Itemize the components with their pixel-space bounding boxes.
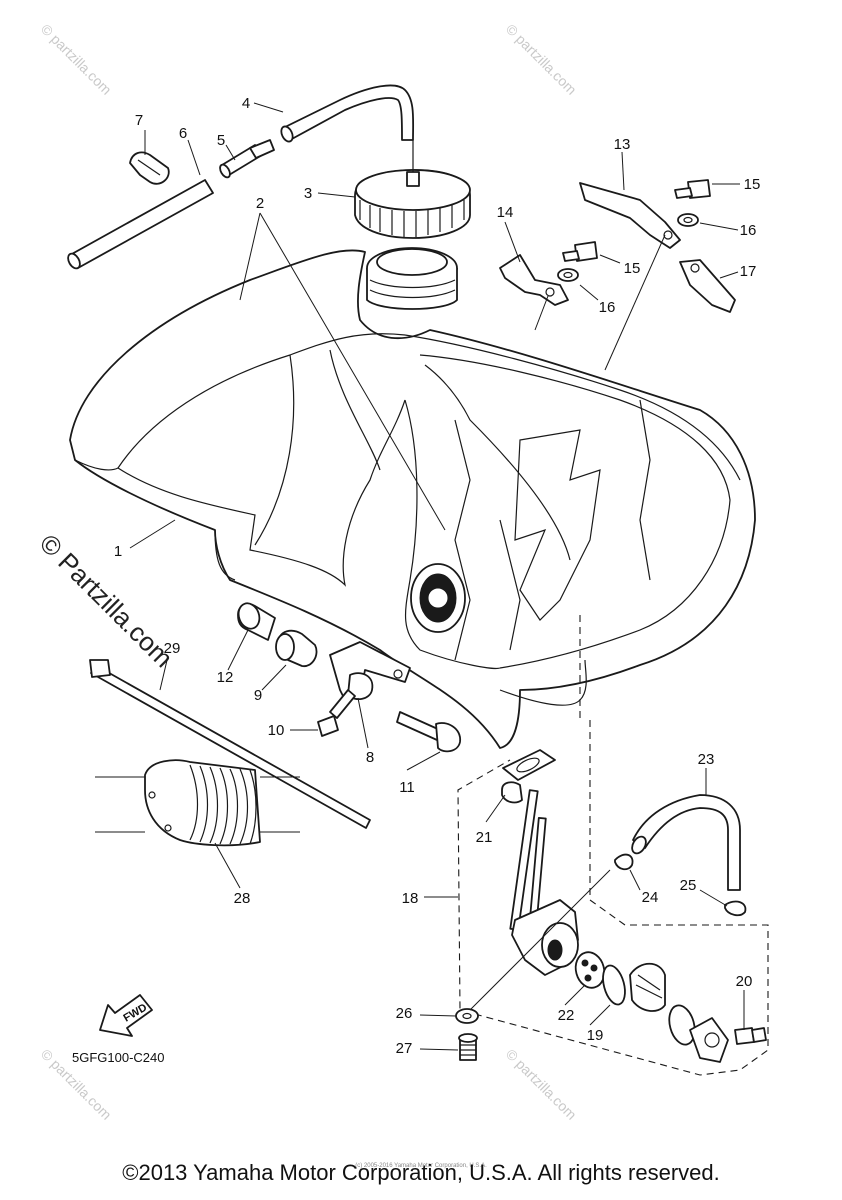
fine-print: (c) 2005-2016 Yamaha Motor Corporation, … (355, 1163, 487, 1169)
breather-hose (67, 84, 415, 270)
diagram-code: 5GFG100-C240 (72, 1050, 165, 1065)
callout-28: 28 (234, 890, 251, 907)
callout-6: 6 (179, 125, 187, 142)
callout-21: 21 (476, 829, 493, 846)
watermark-top-right: © partzilla.com (503, 21, 580, 98)
callout-12: 12 (217, 669, 234, 686)
callout-numbers: 1 2 3 4 5 6 7 8 9 10 11 12 13 14 15 15 1… (114, 95, 761, 1057)
callout-16-top: 16 (740, 222, 757, 239)
fwd-arrow: FWD (99, 994, 153, 1037)
callout-1: 1 (114, 543, 122, 560)
fuel-tank (69, 247, 756, 749)
callout-16-mid: 16 (599, 299, 616, 316)
callout-27: 27 (396, 1040, 413, 1057)
callout-17: 17 (740, 263, 757, 280)
tie-strap (89, 659, 371, 829)
leader-lines (129, 102, 745, 1051)
callout-10: 10 (268, 722, 285, 739)
callout-3: 3 (304, 185, 312, 202)
callout-15-mid: 15 (624, 260, 641, 277)
mount-parts (237, 602, 461, 753)
callout-26: 26 (396, 1005, 413, 1022)
callout-8: 8 (366, 749, 374, 766)
fuel-cock (455, 749, 767, 1063)
callout-14: 14 (497, 204, 514, 221)
copyright-notice: ©2013 Yamaha Motor Corporation, U.S.A. A… (122, 1160, 720, 1185)
callout-25: 25 (680, 877, 697, 894)
callout-24: 24 (642, 889, 659, 906)
watermark-bottom-right: © partzilla.com (503, 1046, 580, 1123)
bolts-and-washers (557, 179, 711, 282)
fuel-cap (354, 140, 471, 239)
callout-19: 19 (587, 1027, 604, 1044)
callout-23: 23 (698, 751, 715, 768)
callout-15-top: 15 (744, 176, 761, 193)
callout-22: 22 (558, 1007, 575, 1024)
callout-2: 2 (256, 195, 264, 212)
callout-29: 29 (164, 640, 181, 657)
watermark-large: © Partzilla.com (34, 528, 179, 673)
callout-18: 18 (402, 890, 419, 907)
callout-5: 5 (217, 132, 225, 149)
callout-4: 4 (242, 95, 250, 112)
callout-20: 20 (736, 973, 753, 990)
protector (95, 759, 300, 847)
callout-11: 11 (399, 779, 415, 796)
callout-7: 7 (135, 112, 143, 129)
brackets (499, 182, 736, 313)
watermark-top-left: © partzilla.com (38, 21, 115, 98)
callout-9: 9 (254, 687, 262, 704)
callout-13: 13 (614, 136, 631, 153)
fuel-cock-box (457, 615, 769, 1076)
